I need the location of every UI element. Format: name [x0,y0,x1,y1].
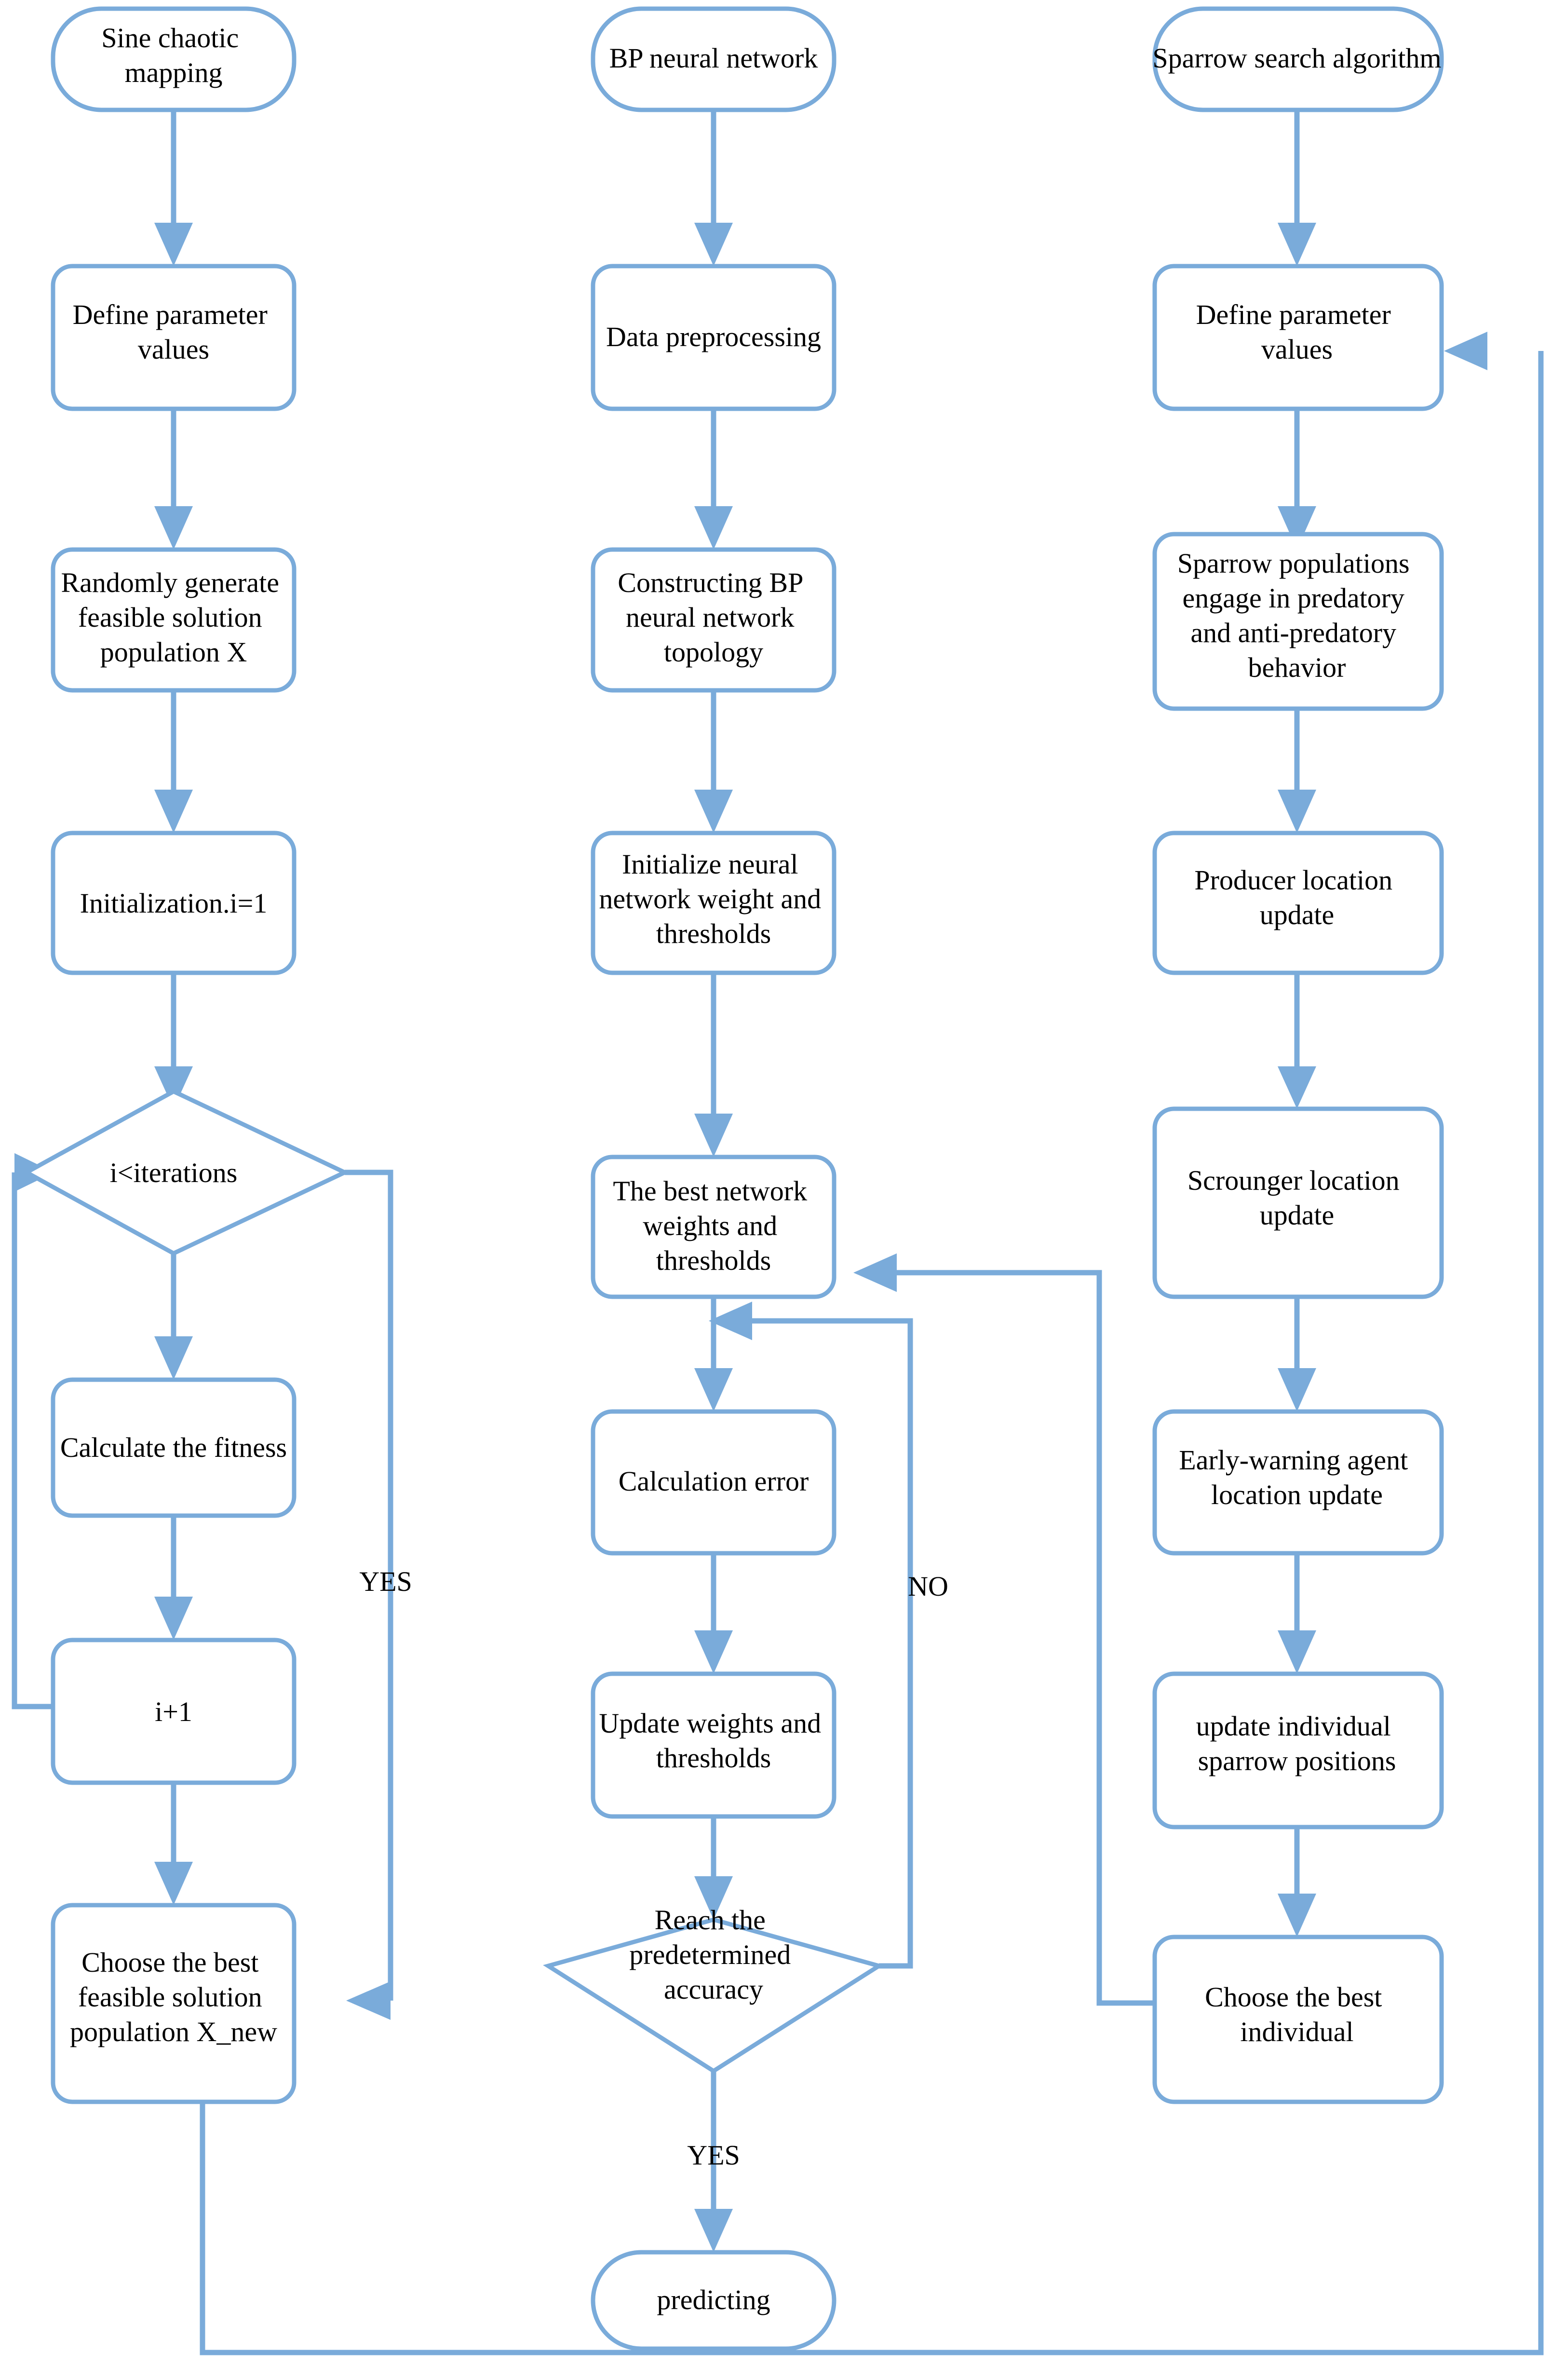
edge-r7-r8 [1278,1827,1316,1937]
edge-r2-r3 [1278,409,1316,550]
node-best-network-weights[interactable]: The best network weights and thresholds [591,1155,836,1299]
edge-m5-m6 [694,1297,733,1412]
edge-m7-m8 [694,1816,733,1920]
node-label: Sine chaotic mapping [101,22,246,88]
connector-layer [12,110,1544,2355]
edge-l5-l6 [154,1252,193,1380]
edge-m2-m3 [694,409,733,550]
node-label: Define parameter values [1196,299,1398,365]
edge-l3-l4 [154,690,193,833]
node-decision-reach-predetermined-accuracy[interactable]: Reach the predetermined accuracy [543,1904,884,2074]
node-label: Calculate the fitness [60,1432,287,1463]
node-label: Reach the predetermined accuracy [629,1904,797,2005]
node-decision-i-lt-iterations[interactable]: i<iterations [22,1089,350,1256]
node-label: Define parameter values [73,299,275,365]
node-label: Sparrow populations engage in predatory … [1177,548,1417,683]
node-label: predicting [657,2284,770,2315]
edge-r6-r7 [1278,1553,1316,1674]
node-label: Constructing BP neural network topology [618,567,809,668]
node-data-preprocessing[interactable]: Data preprocessing [591,264,836,411]
node-label: Data preprocessing [606,321,821,352]
edge-r3-r4 [1278,709,1316,833]
node-label: Choose the best feasible solution popula… [70,1947,277,2047]
edge-label-yes-left: YES [359,1566,412,1597]
edge-l8-to-r2 [200,332,1544,2355]
node-define-parameter-values-right[interactable]: Define parameter values [1152,264,1444,411]
node-label: Choose the best individual [1205,1981,1389,2047]
node-sparrow-search-algorithm[interactable]: Sparrow search algorithm [1152,6,1444,112]
node-initialize-weights-thresholds[interactable]: Initialize neural network weight and thr… [591,831,836,975]
node-calculate-the-fitness[interactable]: Calculate the fitness [51,1377,297,1518]
node-randomly-generate-population[interactable]: Randomly generate feasible solution popu… [51,547,297,693]
edge-r4-r5 [1278,973,1316,1109]
node-label: The best network weights and thresholds [613,1175,814,1276]
edge-l4-l5 [154,973,193,1109]
node-label: Randomly generate feasible solution popu… [61,567,286,668]
node-scrounger-location-update[interactable]: Scrounger location update [1152,1106,1444,1299]
edge-m1-m2 [694,110,733,266]
node-label: Producer location update [1194,864,1399,930]
edge-m3-m4 [694,690,733,833]
node-label: Initialization.i=1 [80,887,268,919]
node-label: Scrounger location update [1187,1165,1406,1231]
edge-m6-m7 [694,1553,733,1674]
node-sparrow-populations-behavior[interactable]: Sparrow populations engage in predatory … [1152,532,1444,711]
edge-r1-r2 [1278,110,1316,266]
node-label: i<iterations [110,1157,238,1188]
node-label: i+1 [155,1696,192,1727]
node-bp-neural-network[interactable]: BP neural network [591,6,836,112]
node-producer-location-update[interactable]: Producer location update [1152,831,1444,975]
node-constructing-bp-topology[interactable]: Constructing BP neural network topology [591,547,836,693]
node-define-parameter-values-left[interactable]: Define parameter values [51,264,297,411]
node-sine-chaotic-mapping[interactable]: Sine chaotic mapping [51,6,297,112]
edge-label-yes-middle: YES [687,2139,740,2171]
edge-m8-m9 [694,2071,733,2252]
node-update-weights-thresholds[interactable]: Update weights and thresholds [591,1671,836,1819]
edge-l6-l7 [154,1515,193,1640]
node-predicting[interactable]: predicting [591,2250,836,2351]
node-choose-the-best-individual[interactable]: Choose the best individual [1152,1935,1444,2104]
edge-m8-no-loop [709,1302,913,1969]
edge-r8-to-m5 [853,1253,1155,2006]
edge-m4-m5 [694,973,733,1157]
node-label: update individual sparrow positions [1196,1710,1398,1776]
node-label: Calculation error [619,1466,809,1497]
node-label: BP neural network [609,42,818,74]
node-i-plus-1[interactable]: i+1 [51,1638,297,1785]
node-early-warning-agent-update[interactable]: Early-warning agent location update [1152,1409,1444,1556]
node-label: Early-warning agent location update [1179,1444,1415,1510]
node-calculation-error[interactable]: Calculation error [591,1409,836,1556]
node-label: Sparrow search algorithm [1152,42,1441,74]
node-choose-best-feasible-solution[interactable]: Choose the best feasible solution popula… [51,1903,297,2104]
node-initialization-i-1[interactable]: Initialization.i=1 [51,831,297,975]
edge-l1-l2 [154,110,193,266]
edge-l7-l8 [154,1782,193,1905]
node-label: Initialize neural network weight and thr… [599,848,828,949]
node-update-individual-sparrow-positions[interactable]: update individual sparrow positions [1152,1671,1444,1829]
edge-r5-r6 [1278,1297,1316,1412]
edge-l2-l3 [154,409,193,550]
edge-l5-yes-to-l8 [345,1170,393,2020]
node-label: Update weights and thresholds [599,1708,828,1774]
edge-label-no-middle: NO [908,1571,948,1602]
